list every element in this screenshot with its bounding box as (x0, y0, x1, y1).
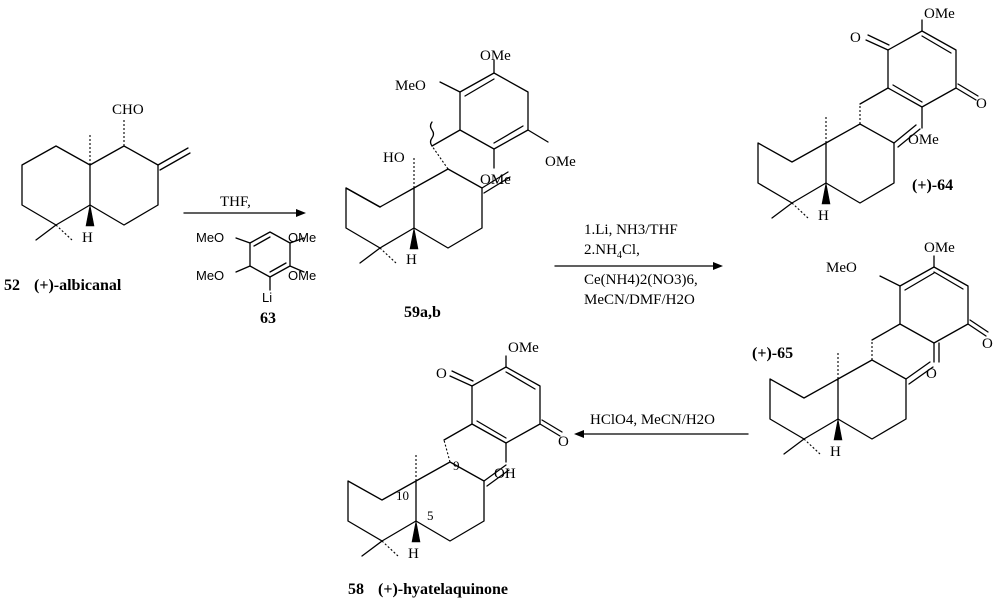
compound-64-h: H (818, 208, 829, 224)
arrow-step2-head (713, 262, 723, 270)
compound-65-number: (+)-65 (752, 345, 793, 362)
compound-58-oh: OH (494, 466, 516, 482)
compound-63-ome-tr: OMe (288, 230, 316, 245)
compound-63-li: Li (262, 290, 272, 305)
compound-64-number: (+)-64 (912, 177, 953, 194)
compound-64-structure (757, 19, 979, 219)
conditions-step2-line4: MeCN/DMF/H2O (584, 292, 695, 308)
compound-65-h: H (830, 444, 841, 460)
compound-59-ome-top: OMe (480, 48, 511, 64)
compound-64-o-left: O (850, 30, 861, 46)
compound-59-ome-bottom: OMe (480, 172, 511, 188)
compound-58-ome: OMe (508, 340, 539, 356)
compound-58-locant-9: 9 (453, 458, 460, 473)
conditions-step1: THF, (220, 194, 251, 210)
compound-63-ome-tl: MeO (196, 230, 224, 245)
compound-52-cho: CHO (112, 102, 144, 118)
compound-58-name: (+)-hyatelaquinone (378, 581, 508, 598)
compound-59-structure (345, 59, 549, 264)
compound-59-number: 59a,b (404, 304, 441, 321)
compound-64-o-right: O (976, 96, 987, 112)
conditions-step2-line2: 2.NH4Cl, (584, 242, 640, 261)
compound-58-locant-10: 10 (396, 488, 409, 503)
compound-52-number: 52 (4, 277, 20, 294)
compound-63-ome-bl: MeO (196, 268, 224, 283)
compound-65-o-right: O (982, 336, 993, 352)
compound-65-o-bottom: O (926, 366, 937, 382)
compound-58-number: 58 (348, 581, 364, 598)
compound-52-structure (21, 118, 191, 241)
compound-63-structure (235, 231, 305, 291)
compound-65-ome: OMe (924, 240, 955, 256)
compound-59-h: H (406, 252, 417, 268)
compound-64-ome-bottom: OMe (908, 132, 939, 148)
compound-59-ho: HO (383, 150, 405, 166)
compound-58-structure (347, 355, 563, 557)
compound-58-locant-5: 5 (427, 508, 434, 523)
arrow-step1-head (296, 209, 306, 217)
conditions-step2-line3: Ce(NH4)2(NO3)6, (584, 272, 698, 288)
compound-59-meo: MeO (395, 78, 426, 94)
conditions-step2-line1: 1.Li, NH3/THF (584, 222, 678, 238)
arrow-step3-head (574, 430, 584, 438)
compound-59-ome-right: OMe (545, 154, 576, 170)
compound-52-name: (+)-albicanal (34, 277, 122, 294)
compound-58-o-left: O (436, 366, 447, 382)
compound-64-ome-top: OMe (924, 6, 955, 22)
compound-65-meo: MeO (826, 260, 857, 276)
compound-63-ome-br: OMe (288, 268, 316, 283)
conditions-step3: HClO4, MeCN/H2O (590, 412, 715, 428)
compound-65-structure (769, 255, 989, 455)
compound-63-number: 63 (260, 310, 276, 327)
compound-52-h: H (82, 230, 93, 246)
compound-58-h: H (408, 546, 419, 562)
compound-58-o-right: O (558, 434, 569, 450)
